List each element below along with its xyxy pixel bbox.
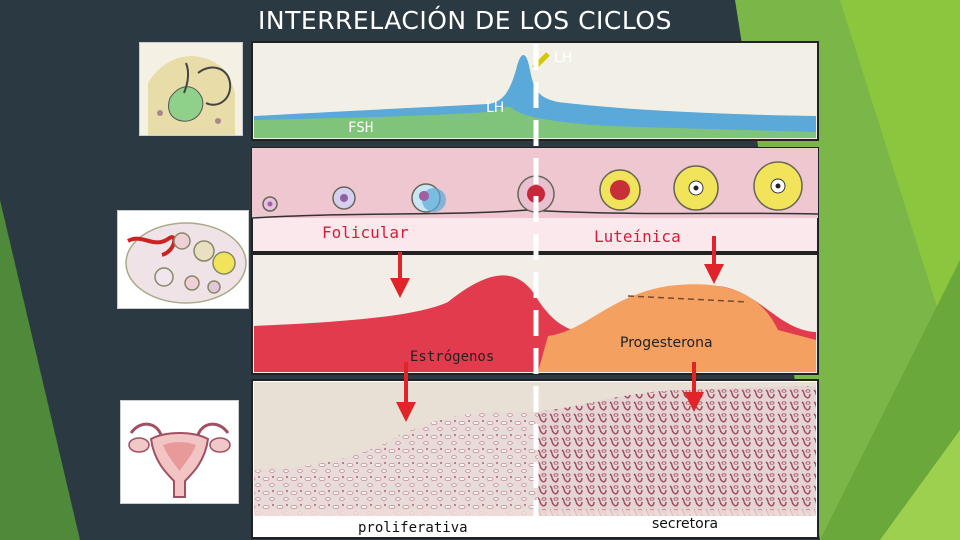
follicle-2 <box>332 186 356 210</box>
uterus-illustration <box>121 401 238 503</box>
secretory-endometrium <box>538 386 816 536</box>
uterus-thumbnail <box>120 400 239 504</box>
cycle-diagram-panel: LH LH FSH Folicular Luteínica Estrógenos <box>248 40 820 540</box>
lh-label: LH <box>486 100 504 116</box>
green-accent-left <box>0 200 80 540</box>
follicular-phase-label: Folicular <box>322 223 409 242</box>
green-accent-highlight <box>840 0 960 380</box>
pituitary-illustration <box>140 43 242 135</box>
arrow-follicular-to-estrogen <box>390 252 410 298</box>
fsh-label: FSH <box>348 120 373 136</box>
secretory-label: secretora <box>652 516 718 532</box>
corpus-luteum-2 <box>673 165 719 211</box>
corpus-luteum-3 <box>753 161 803 211</box>
corpus-luteum-1 <box>599 169 641 211</box>
ovary-illustration <box>118 211 248 308</box>
proliferative-label: proliferativa <box>358 520 468 536</box>
arrow-estrogen-to-proliferative <box>396 362 416 422</box>
luteal-phase-label: Luteínica <box>594 227 681 246</box>
estrogen-label: Estrógenos <box>410 349 494 365</box>
follicle-1 <box>262 196 278 212</box>
pituitary-thumbnail <box>139 42 243 136</box>
progesterone-curve-area <box>538 284 816 372</box>
arrow-luteal-to-progesterone <box>704 236 724 284</box>
ovary-thumbnail <box>117 210 249 309</box>
lh-peak-label: LH <box>554 50 572 66</box>
green-accent-corner <box>880 430 960 540</box>
cycle-diagram: LH LH FSH Folicular Luteínica Estrógenos <box>251 41 819 539</box>
arrow-progesterone-to-secretory <box>684 362 704 412</box>
slide-title: INTERRELACIÓN DE LOS CICLOS <box>258 6 672 35</box>
green-accent-shadow <box>820 260 960 540</box>
follicle-4 <box>419 188 446 212</box>
progesterone-label: Progesterona <box>620 335 713 351</box>
